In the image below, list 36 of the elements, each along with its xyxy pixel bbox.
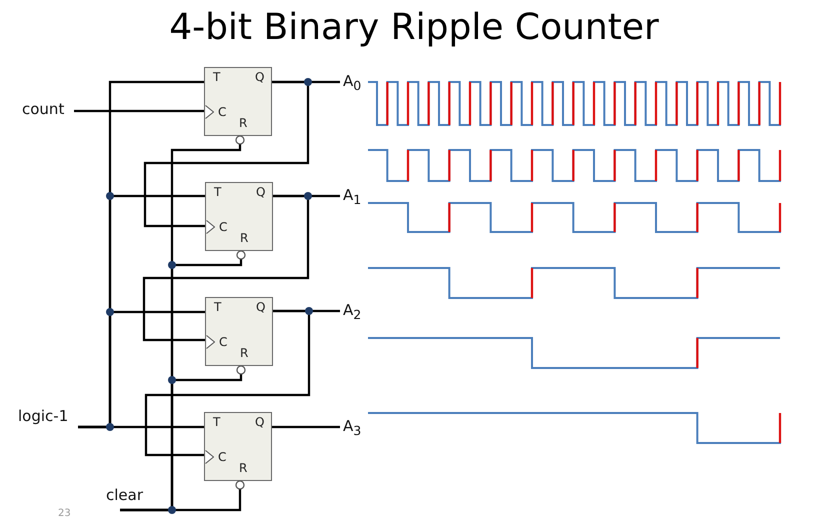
flip-flop-box <box>205 297 273 366</box>
pin-label: R <box>239 462 248 475</box>
wire <box>120 489 242 512</box>
flip-flop-box <box>204 412 272 481</box>
pin-label: T <box>213 416 220 429</box>
pin-label: R <box>239 117 248 130</box>
output-label: A$_{0}$ <box>343 72 362 95</box>
pin-label: C <box>219 336 228 349</box>
pin-label: Q <box>256 186 266 199</box>
pin-label: Q <box>256 301 266 314</box>
output-label: A$_{1}$ <box>343 186 362 209</box>
input-label: logic-1 <box>18 407 78 427</box>
pin-label: C <box>218 451 226 464</box>
pin-label: T <box>213 71 220 84</box>
wire <box>78 426 204 428</box>
page-number: 23 <box>58 508 71 520</box>
pin-label: Q <box>255 71 264 84</box>
wire <box>142 194 310 342</box>
input-label: count <box>22 100 74 120</box>
pin-label: R <box>240 232 248 245</box>
pin-label: C <box>218 106 226 119</box>
pin-label: C <box>219 221 228 234</box>
pin-label: Q <box>255 416 264 429</box>
output-label: A$_{2}$ <box>343 301 362 324</box>
output-label: A$_{3}$ <box>343 417 362 440</box>
flip-flop-box <box>205 182 273 251</box>
flip-flop-box <box>204 67 272 136</box>
pin-label: T <box>214 301 222 314</box>
pin-label: T <box>214 186 222 199</box>
input-label: clear <box>106 486 152 510</box>
wire <box>144 310 310 456</box>
wire <box>144 80 310 228</box>
wire <box>74 110 204 112</box>
wire <box>272 426 340 428</box>
title: 4-bit Binary Ripple Counter <box>168 6 660 50</box>
pin-label: R <box>240 347 248 360</box>
